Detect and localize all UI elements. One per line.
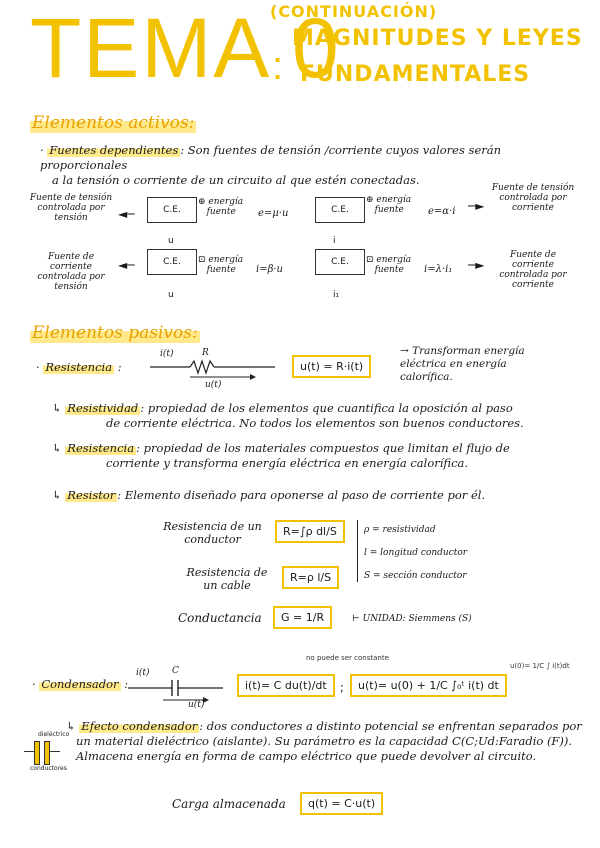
cap-eq2: u(t)= u(0) + 1/C ∫₀ᵗ i(t) dt [350, 674, 507, 697]
arrow-r2-left: ◄─ [118, 258, 135, 272]
s-def: S = sección conductor [364, 571, 467, 581]
eq-r1-1: e=μ·u [258, 208, 289, 219]
ce-box-3: C.E. [147, 249, 197, 275]
efecto-paragraph: ↳ Efecto condensador: dos conductores a … [66, 719, 582, 763]
conductancia-label: Conductancia [178, 611, 262, 625]
ohm-law-box: u(t) = R·i(t) [292, 355, 372, 378]
cap-eq1: i(t)= C du(t)/dt [237, 674, 335, 697]
cap-it: i(t) [136, 668, 150, 678]
transforman-note: → Transforman energía eléctrica en energ… [400, 345, 525, 383]
resistencia-label: · Resistencia : [36, 360, 122, 374]
carga-label: Carga almacenada [172, 797, 286, 811]
resistor-paragraph: ↳ Resistor: Elemento diseñado para opone… [52, 488, 486, 502]
src-3: ⊡ energía fuente [198, 255, 244, 275]
defs-bracket [357, 520, 359, 582]
eq-separator: ; [340, 680, 344, 694]
res-cable-label: Resistencia de un cable [186, 566, 268, 592]
eq-r1-2: e=α·i [428, 206, 456, 217]
unidad-note: ⊢ UNIDAD: Siemmens (S) [352, 614, 472, 624]
res-it: i(t) [160, 349, 174, 359]
u-r2: u [168, 290, 174, 300]
res-ut: u(t) [205, 380, 222, 390]
label-r1-left: Fuente de tensión controlada por tensión [29, 193, 113, 223]
arrow-r1-right: ─► [468, 199, 485, 213]
heading-activos: Elementos activos: [30, 113, 197, 133]
ce-box-1: C.E. [147, 197, 197, 223]
src-1: ⊕ energía fuente [198, 197, 244, 217]
conductancia-eq: G = 1/R [273, 606, 333, 629]
conductores-label: conductores [30, 765, 67, 772]
tema-colon: : [272, 44, 284, 88]
dielectrico-label: dieléctrico [38, 731, 70, 738]
capacitor-symbol [128, 680, 223, 703]
u-r1: u [168, 236, 174, 246]
res-R: R [202, 348, 209, 358]
carga-eq: q(t) = C·u(t) [300, 792, 384, 815]
note-right: u(0)= 1/C ∫ i(t)dt [510, 662, 570, 670]
src-2: ⊕ energía fuente [366, 195, 412, 215]
note-top: no puede ser constante [306, 654, 389, 662]
res-cable-eq: R=ρ l/S [282, 566, 340, 589]
i-r1: i [333, 236, 336, 246]
subtitle-line2: FUNDAMENTALES [300, 62, 531, 87]
eq-r2-1: i=β·u [256, 264, 283, 275]
resistividad-paragraph: ↳ Resistividad: propiedad de los element… [52, 401, 524, 430]
arrow-r1-left: ◄─ [118, 207, 135, 221]
ce-box-4: C.E. [315, 249, 365, 275]
continuacion-label: (CONTINUACIÓN) [270, 2, 438, 21]
eq-r2-2: i=λ·i₁ [424, 264, 453, 275]
resistor-symbol [150, 359, 275, 380]
arrow-r2-right: ─► [468, 258, 485, 272]
cap-ut: u(t) [188, 700, 205, 710]
fuentes-term: Fuentes dependientes [47, 143, 181, 157]
cap-C: C [172, 666, 179, 676]
condensador-sketch: dieléctrico conductores [24, 731, 72, 773]
tema-title: TEMA 0 [30, 1, 341, 95]
res-conductor-eq: R=∫ρ dl/S [275, 520, 345, 543]
fuentes-paragraph: · Fuentes dependientes: Son fuentes de t… [40, 143, 502, 187]
label-r1-right: Fuente de tensión controlada por corrien… [491, 183, 575, 213]
resistencia-paragraph: ↳ Resistencia: propiedad de los material… [52, 441, 510, 470]
subtitle-line1: MAGNITUDES Y LEYES [292, 26, 583, 51]
res-conductor-label: Resistencia de un conductor [163, 520, 262, 546]
rho-def: ρ = resistividad [364, 525, 436, 535]
heading-pasivos: Elementos pasivos: [30, 323, 200, 343]
condensador-label: · Condensador : [32, 677, 129, 691]
l-def: l = longitud conductor [364, 548, 468, 558]
label-r2-right: Fuente de corriente controlada por corri… [499, 250, 567, 290]
label-r2-left: Fuente de corriente controlada por tensi… [37, 252, 105, 292]
ce-box-2: C.E. [315, 197, 365, 223]
src-4: ⊡ energía fuente [366, 255, 412, 275]
i1-r2: i₁ [333, 290, 340, 300]
